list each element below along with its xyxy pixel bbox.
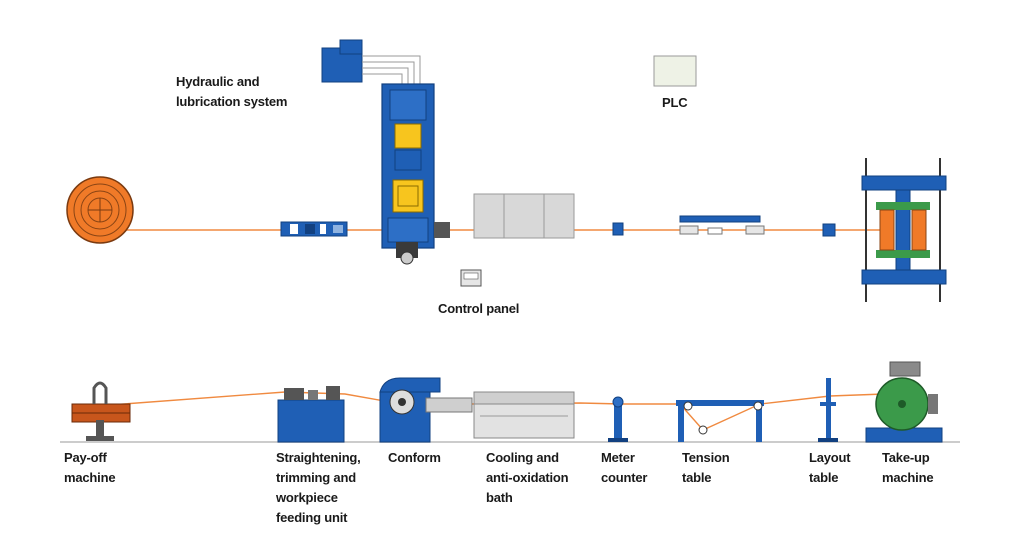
side-payoff-machine [71, 381, 131, 441]
hydraulic-unit [321, 39, 421, 90]
top-conform-machine [381, 83, 450, 265]
top-straightening-unit [280, 221, 348, 237]
side-conform-machine [379, 377, 473, 443]
top-payoff-coil [66, 176, 134, 244]
side-takeup-machine [865, 361, 943, 443]
label-payoff-machine: Pay-off machine [64, 450, 116, 485]
top-tension-table [679, 215, 765, 235]
side-cooling-bath [473, 391, 575, 439]
label-conform: Conform [388, 450, 441, 465]
side-straightening-unit [277, 386, 345, 443]
top-layout-table [822, 223, 836, 237]
top-meter-counter [612, 222, 624, 236]
label-control-panel: Control panel [438, 301, 520, 316]
top-takeup-machine [861, 158, 947, 302]
side-tension-table [676, 400, 764, 442]
control-panel-icon [460, 269, 482, 287]
label-plc: PLC [662, 95, 688, 110]
label-straightening-unit: Straightening, trimming and workpiece fe… [276, 450, 361, 525]
label-meter-counter: Meter counter [601, 450, 648, 485]
label-cooling-bath: Cooling and anti-oxidation bath [486, 450, 569, 505]
side-meter-counter [608, 396, 628, 442]
side-layout-table [818, 378, 838, 442]
label-hydraulic-system: Hydraulic and lubrication system [176, 74, 288, 109]
label-tension-table: Tension table [682, 450, 730, 485]
label-layout-table: Layout table [809, 450, 851, 485]
label-takeup-machine: Take-up machine [882, 450, 934, 485]
top-cooling-bath [473, 193, 575, 239]
plc-box [653, 55, 697, 87]
